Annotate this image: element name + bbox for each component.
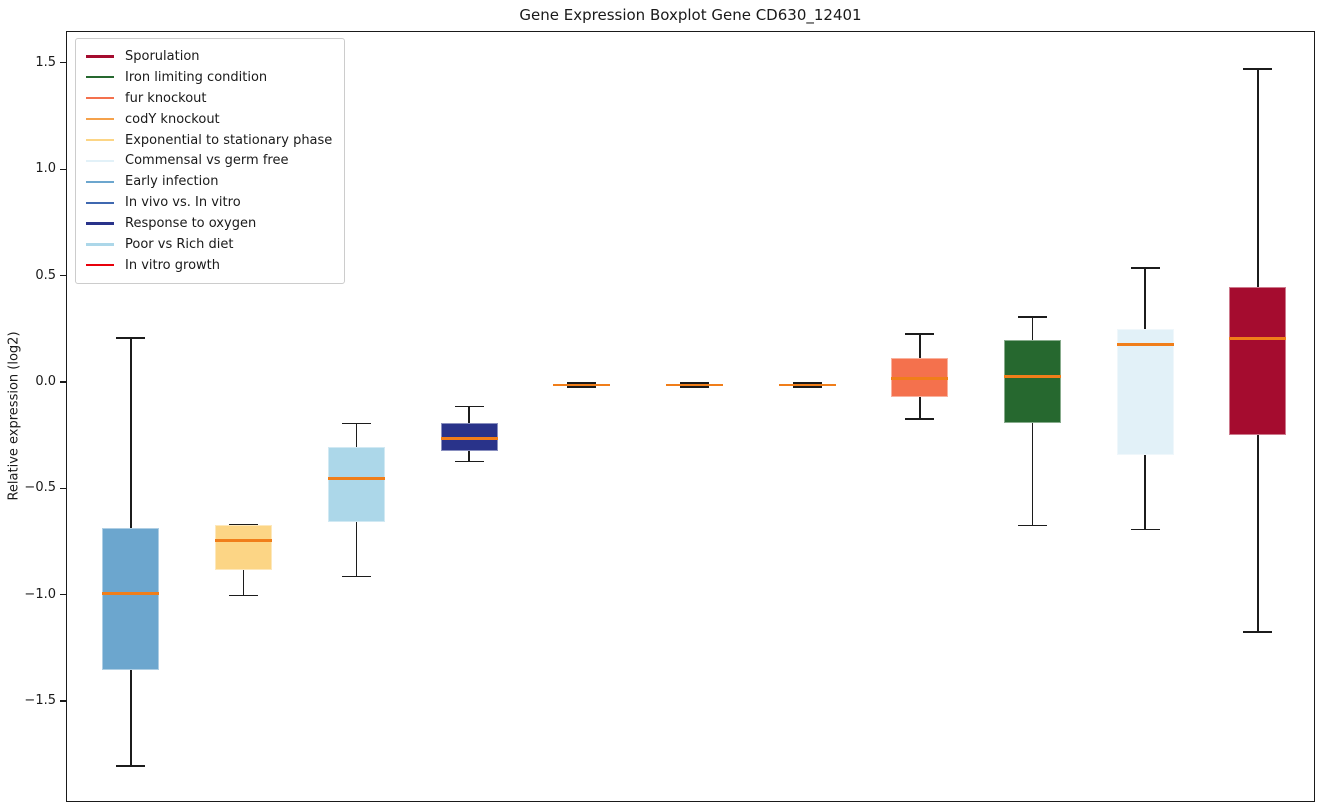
y-tick-label: −1.5 [24, 692, 56, 708]
legend-item: Response to oxygen [86, 213, 332, 234]
box [1004, 340, 1062, 424]
y-tick-label: 0.0 [35, 373, 56, 389]
whisker-cap-top [341, 422, 371, 425]
whisker-cap-bottom [454, 460, 484, 463]
median-line [1229, 336, 1287, 340]
y-tick-mark [60, 62, 66, 64]
box [215, 525, 273, 571]
legend-item-label: Iron limiting condition [125, 69, 268, 85]
whisker-cap-top [454, 405, 484, 408]
legend-item: codY knockout [86, 109, 332, 130]
box [1229, 287, 1287, 436]
whisker-cap-top [229, 523, 259, 526]
median-line [891, 377, 949, 380]
whisker-cap-bottom [229, 594, 259, 597]
legend-color-swatch [86, 243, 114, 246]
legend-color-swatch [86, 180, 114, 183]
legend-color-swatch [86, 138, 114, 142]
legend-item-label: Sporulation [125, 48, 200, 64]
legend-item-label: In vitro growth [125, 257, 220, 273]
legend-item-label: Exponential to stationary phase [125, 132, 333, 148]
y-tick-label: 1.5 [35, 54, 56, 70]
whisker-cap-bottom [905, 418, 935, 420]
whisker-cap-bottom [1018, 524, 1048, 527]
y-tick-mark [60, 594, 66, 596]
legend-item: fur knockout [86, 88, 332, 109]
box [102, 527, 160, 671]
y-tick-label: −1.0 [24, 586, 56, 602]
whisker-cap-bottom [1130, 528, 1160, 531]
legend-item: Sporulation [86, 46, 332, 67]
legend-color-swatch [86, 201, 114, 204]
legend-color-swatch [86, 159, 114, 162]
median-line [327, 477, 385, 480]
y-axis-label: Relative expression (log2) [6, 331, 22, 501]
whisker-cap-top [792, 382, 822, 384]
median-line [215, 539, 273, 542]
legend-color-swatch [86, 76, 114, 79]
legend-item-label: codY knockout [125, 111, 220, 127]
median-line [778, 383, 836, 387]
legend-item-label: fur knockout [125, 90, 207, 106]
legend-item-label: Response to oxygen [125, 216, 257, 232]
y-tick-mark [60, 168, 66, 170]
legend-item: In vitro growth [86, 255, 332, 276]
legend-item: Poor vs Rich diet [86, 234, 332, 255]
y-tick-mark [60, 700, 66, 702]
median-line [102, 592, 160, 595]
legend-item: Commensal vs germ free [86, 150, 332, 171]
median-line [553, 383, 611, 387]
box [1116, 328, 1174, 456]
median-line [1004, 375, 1062, 378]
whisker-cap-bottom [341, 575, 371, 578]
legend-item: Early infection [86, 171, 332, 192]
whisker-cap-top [679, 382, 709, 384]
whisker-cap-bottom [792, 386, 822, 388]
whisker-cap-top [905, 333, 935, 335]
y-tick-mark [60, 487, 66, 489]
chart-title: Gene Expression Boxplot Gene CD630_12401 [519, 6, 862, 24]
whisker-cap-bottom [1243, 630, 1273, 633]
legend-item: Exponential to stationary phase [86, 130, 332, 151]
legend-item-label: Poor vs Rich diet [125, 236, 234, 252]
median-line [1116, 343, 1174, 346]
legend-color-swatch [86, 97, 114, 100]
y-tick-label: 1.0 [35, 161, 56, 177]
median-line [665, 383, 723, 387]
whisker-cap-top [116, 337, 146, 340]
box [327, 446, 385, 523]
y-tick-label: 0.5 [35, 267, 56, 283]
whisker-cap-top [1130, 267, 1160, 269]
legend-color-swatch [86, 222, 114, 225]
legend-item-label: Early infection [125, 174, 219, 190]
whisker-cap-bottom [679, 386, 709, 388]
whisker-cap-bottom [567, 386, 597, 388]
whisker-cap-top [1243, 68, 1273, 70]
whisker-cap-bottom [116, 764, 146, 767]
legend-color-swatch [86, 264, 114, 267]
y-tick-label: −0.5 [24, 480, 56, 496]
legend-item: Iron limiting condition [86, 67, 332, 88]
legend-color-swatch [86, 55, 114, 58]
y-tick-mark [60, 381, 66, 383]
legend-item-label: In vivo vs. In vitro [125, 195, 241, 211]
legend-item-label: Commensal vs germ free [125, 153, 289, 169]
whisker-cap-top [1018, 316, 1048, 318]
median-line [440, 436, 498, 440]
legend-item: In vivo vs. In vitro [86, 192, 332, 213]
legend-color-swatch [86, 118, 114, 121]
y-tick-mark [60, 274, 66, 277]
whisker-cap-top [567, 382, 597, 384]
